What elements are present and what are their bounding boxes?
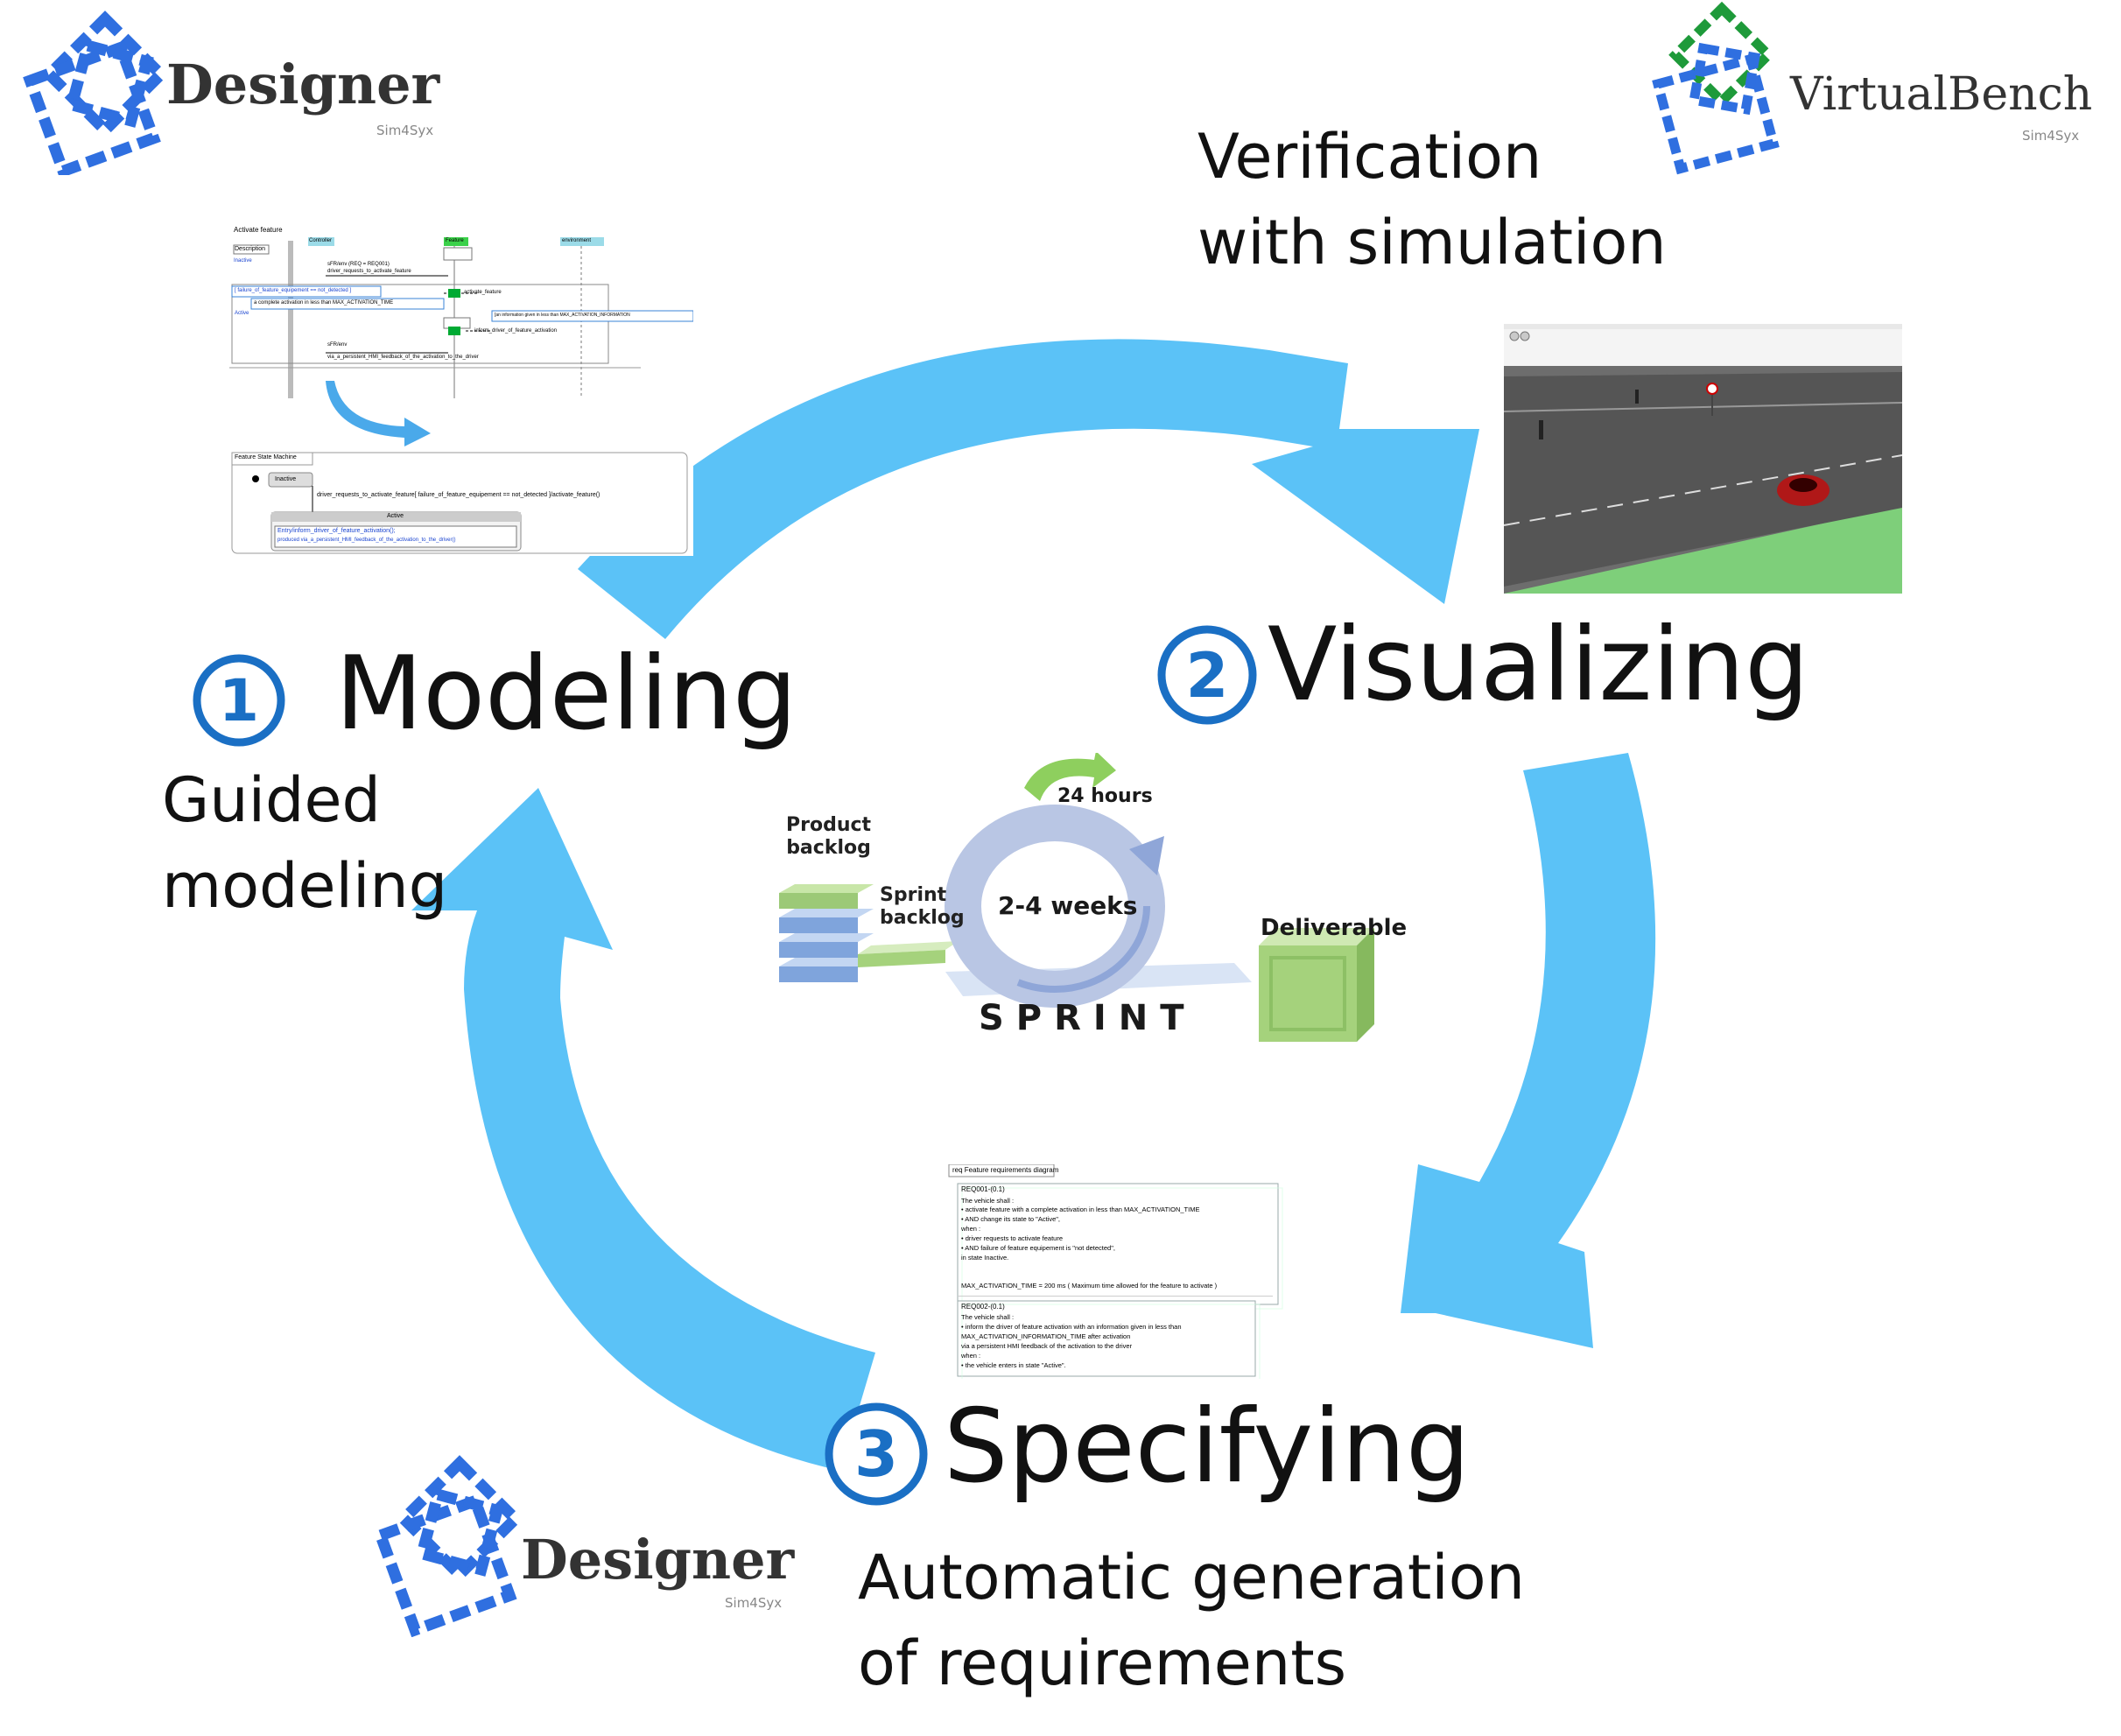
req1-line-9: MAX_ACTIVATION_TIME = 200 ms ( Maximum t… — [961, 1282, 1218, 1290]
stage-3-caption-line-1: Automatic generation — [858, 1542, 1525, 1613]
sprint-label: SPRINT — [979, 998, 1197, 1038]
sm-entry-1: Entry/inform_driver_of_feature_activatio… — [277, 528, 396, 534]
seq-state-active: Active — [235, 311, 249, 316]
stage-2-number: 2 — [1186, 640, 1229, 712]
seq-state-inactive: Inactive — [234, 258, 252, 264]
stage-2-caption-line-1: Verification — [1197, 121, 1542, 193]
sm-entry-2: produced via_a_persistent_HMI_feedback_o… — [277, 538, 456, 543]
req1-line-6: • AND failure of feature equipement is "… — [961, 1244, 1115, 1252]
stage-2-caption: Verification with simulation — [1197, 114, 1667, 285]
seq-description: Description — [235, 246, 266, 252]
designer-logo-bottom-sub: Sim4Syx — [725, 1595, 783, 1611]
seq-lane-2: Feature — [446, 238, 464, 243]
sequence-diagram — [229, 223, 694, 556]
req1-title: REQ001-(0.1) — [961, 1185, 1005, 1193]
req1-line-3: • AND change its state to "Active", — [961, 1215, 1061, 1223]
arrow-modeling-to-visualizing — [578, 339, 1479, 639]
req2-line-1: The vehicle shall : — [961, 1313, 1015, 1321]
seq-title: Activate feature — [234, 226, 283, 234]
stage-2-caption-line-2: with simulation — [1197, 207, 1667, 278]
product-backlog-stack — [779, 884, 874, 982]
designer-logo-sub: Sim4Syx — [376, 123, 434, 138]
req2-title: REQ002-(0.1) — [961, 1303, 1005, 1311]
deliverable-label: Deliverable — [1261, 915, 1408, 941]
product-backlog-line-2: backlog — [786, 837, 871, 859]
sprint-backlog-label: Sprint backlog — [880, 884, 965, 930]
req1-line-1: The vehicle shall : — [961, 1197, 1015, 1205]
requirements-thumbnail: req Feature requirements diagram REQ001-… — [945, 1164, 1287, 1379]
sm-inactive: Inactive — [275, 476, 297, 482]
seq-lane-3: environment — [562, 238, 592, 243]
sprint-backlog-line-1: Sprint — [880, 884, 947, 906]
simulation-view — [1504, 324, 1902, 594]
stage-2-title: Visualizing — [1268, 606, 1809, 724]
designer-logo-icon — [23, 11, 169, 175]
req2-line-3: MAX_ACTIVATION_INFORMATION_TIME after ac… — [961, 1332, 1131, 1340]
designer-logo-bottom-icon — [373, 1455, 523, 1637]
seq-msg-3: [ failure_of_feature_equipement == not_d… — [235, 288, 352, 293]
stage-1-number: 1 — [219, 667, 259, 734]
virtualbench-logo-icon — [1652, 1, 1780, 175]
road-sign — [1706, 383, 1718, 395]
virtualbench-logo-sub: Sim4Syx — [2022, 128, 2080, 144]
seq-lane-1: Controller — [309, 238, 333, 243]
stage-1-number-icon: 1 — [193, 654, 285, 747]
seq-msg-2: driver_requests_to_activate_feature — [327, 269, 411, 274]
sm-transition: driver_requests_to_activate_feature[ fai… — [317, 492, 600, 498]
seq-msg-9: via_a_persistent_HMI_feedback_of_the_act… — [327, 355, 479, 360]
sim-toolbar — [1504, 324, 1902, 366]
pedestrian-far — [1635, 390, 1639, 404]
req2-line-5: when : — [961, 1352, 981, 1360]
stage-3-title: Specifying — [944, 1388, 1471, 1506]
req2-line-2: • inform the driver of feature activatio… — [961, 1323, 1182, 1331]
stage-3-number: 3 — [854, 1417, 898, 1491]
product-backlog-line-1: Product — [786, 814, 872, 836]
daily-cycle-label: 24 hours — [1057, 785, 1153, 807]
modeling-thumbnail: Activate feature Description Controller … — [229, 223, 694, 556]
stage-3-number-icon: 3 — [825, 1402, 928, 1506]
sprint-backlog-front — [858, 950, 945, 967]
req1-line-4: when : — [961, 1225, 981, 1233]
stage-1-caption-line-2: modeling — [162, 850, 448, 922]
arrow-visualizing-to-specifying — [1401, 753, 1656, 1348]
sm-title: Feature State Machine — [235, 454, 297, 460]
pedestrian-near — [1539, 420, 1543, 439]
sprint-cycle-label: 2-4 weeks — [998, 891, 1138, 920]
sprint-backlog-top — [858, 941, 959, 954]
designer-logo-name: Designer — [166, 53, 440, 116]
seq-msg-5: activate_feature — [464, 290, 502, 295]
stage-2-number-icon: 2 — [1157, 625, 1257, 725]
sprint-graphic — [779, 753, 1374, 1042]
stage-1-title: Modeling — [335, 635, 797, 753]
req1-line-5: • driver requests to activate feature — [961, 1234, 1064, 1242]
deliverable-crate — [1259, 928, 1374, 1042]
seq-msg-7: inform_driver_of_feature_activation — [474, 328, 558, 334]
seq-msg-8: sFR/env — [327, 342, 348, 348]
road — [1504, 372, 1902, 587]
sprint-backlog-line-2: backlog — [880, 907, 965, 929]
stage-1-caption-line-1: Guided — [162, 764, 381, 836]
req2-line-4: via a persistent HMI feedback of the act… — [961, 1342, 1133, 1350]
req2-line-6: • the vehicle enters in state "Active". — [961, 1361, 1066, 1369]
virtualbench-logo-name: VirtualBench — [1790, 68, 2093, 121]
stage-3-caption-line-2: of requirements — [858, 1627, 1347, 1699]
seq-msg-4: a complete activation in less than MAX_A… — [254, 300, 394, 306]
req1-line-7: in state Inactive. — [961, 1254, 1009, 1262]
daily-arrow — [1024, 753, 1116, 801]
req-header: req Feature requirements diagram — [952, 1166, 1059, 1174]
seq-msg-6: [an information given in less than MAX_A… — [495, 313, 630, 318]
sm-active: Active — [387, 513, 404, 519]
product-backlog-label: Product backlog — [786, 814, 871, 860]
req1-line-2: • activate feature with a complete activ… — [961, 1205, 1200, 1213]
seq-msg-1: sFR/env (REQ = REQ001) — [327, 262, 390, 267]
designer-logo-bottom-name: Designer — [521, 1528, 795, 1592]
stage-3-caption: Automatic generation of requirements — [858, 1535, 1525, 1706]
arrow-specifying-to-modeling — [411, 788, 875, 1471]
stage-1-caption: Guided modeling — [162, 757, 447, 929]
